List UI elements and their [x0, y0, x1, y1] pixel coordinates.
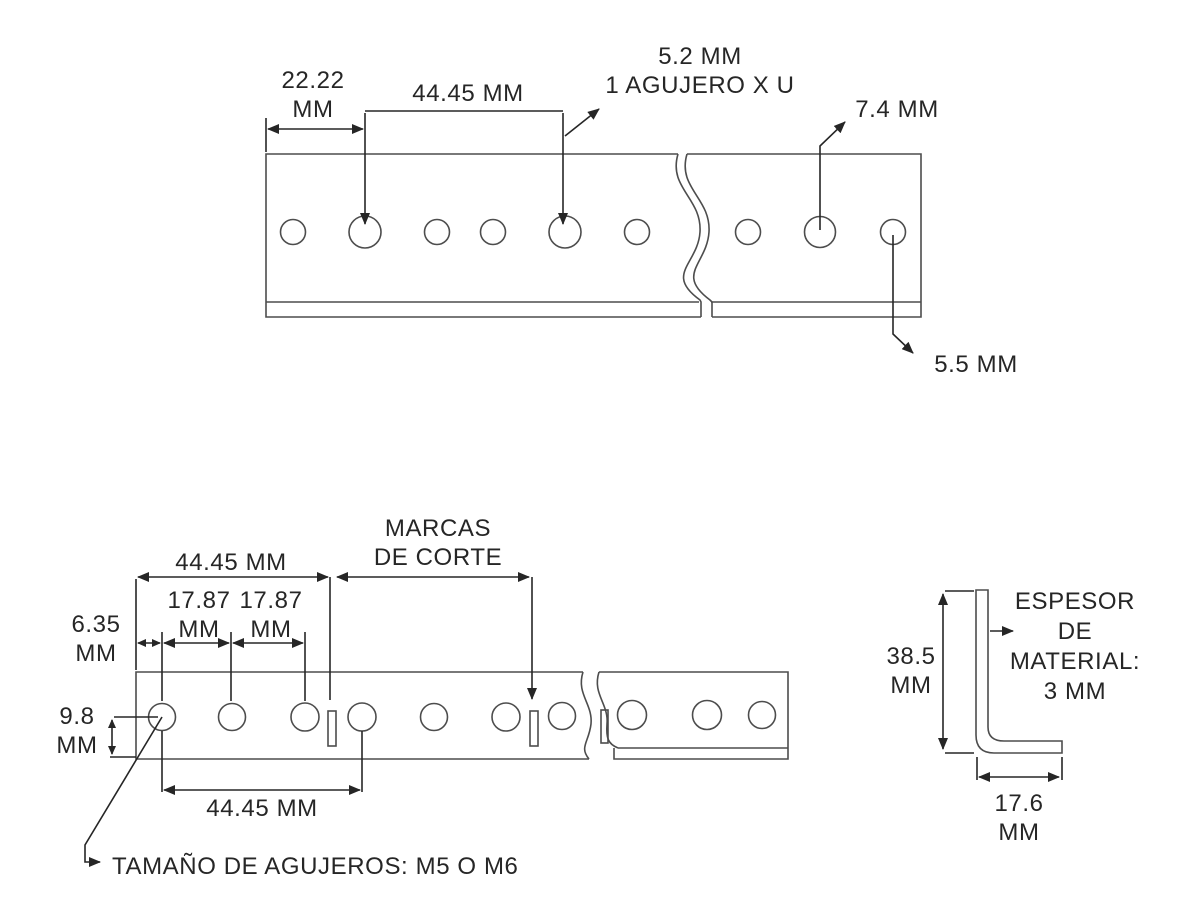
top-view-dimensions	[265, 108, 914, 354]
hole	[616, 699, 648, 731]
bottom-view-dimensions	[84, 572, 537, 867]
hole	[691, 699, 723, 731]
leader-7-4	[819, 121, 846, 230]
break-curve-left	[580, 671, 592, 760]
hole	[217, 702, 247, 732]
dim-label-17-6: 17.6 MM	[994, 790, 1044, 846]
bottom-rail-right-piece	[596, 671, 789, 760]
bottom-rail-left-piece	[135, 671, 592, 760]
dim-label-6-35: 6.35 MM	[71, 611, 121, 667]
dim-label-22-22: 22.22 MM	[281, 67, 345, 123]
top-view	[265, 108, 922, 354]
top-rail-holes	[279, 215, 907, 249]
angle-profile	[975, 589, 1063, 754]
label-hole-size: TAMAÑO DE AGUJEROS: M5 O M6	[112, 853, 519, 880]
break-curve-left	[675, 153, 702, 317]
hole	[290, 702, 320, 732]
leader-5-2	[564, 108, 600, 137]
cut-mark-slot	[600, 709, 609, 744]
hole	[747, 700, 777, 730]
dim-label-17-87-b: 17.87 MM	[239, 587, 303, 643]
bottom-view	[84, 572, 789, 867]
top-rail-right-piece	[684, 153, 922, 318]
hole	[547, 701, 577, 731]
dim-label-38-5: 38.5 MM	[886, 643, 936, 699]
leader-hole-size	[84, 716, 163, 867]
break-curve-right	[596, 671, 619, 749]
leader-5-5	[892, 235, 914, 354]
hole	[548, 215, 582, 249]
dim-label-17-87-a: 17.87 MM	[167, 587, 231, 643]
label-espesor: ESPESOR DE MATERIAL: 3 MM	[1009, 588, 1141, 705]
hole	[734, 218, 762, 246]
rail-outline	[687, 153, 922, 318]
break-curve-right	[684, 153, 713, 317]
rail-outline	[265, 153, 701, 318]
callout-label-5-2: 5.2 MM 1 AGUJERO X U	[605, 43, 795, 99]
bottom-rail-holes	[147, 699, 777, 732]
hole	[491, 702, 521, 732]
callout-label-7-4: 7.4 MM	[855, 96, 939, 123]
dim-label-44-45-cut: 44.45 MM	[175, 549, 287, 576]
top-rail-left-piece	[265, 153, 702, 318]
section-view	[938, 589, 1063, 782]
dim-label-44-45-top: 44.45 MM	[412, 80, 524, 107]
cut-mark-slot	[529, 710, 539, 747]
label-marcas-de-corte: MARCAS DE CORTE	[373, 515, 503, 571]
cut-mark-slot	[327, 710, 337, 747]
hole	[279, 218, 307, 246]
callout-label-5-5: 5.5 MM	[934, 351, 1018, 378]
rail-outline	[599, 671, 789, 760]
dim-label-44-45-bottom: 44.45 MM	[206, 795, 318, 822]
hole	[423, 218, 451, 246]
hole	[419, 702, 449, 732]
hole	[623, 218, 651, 246]
hole	[347, 702, 377, 732]
cut-mark-slots	[327, 709, 609, 747]
section-view-dimensions	[938, 590, 1063, 782]
dim-label-9-8: 9.8 MM	[56, 703, 98, 759]
hole	[479, 218, 507, 246]
